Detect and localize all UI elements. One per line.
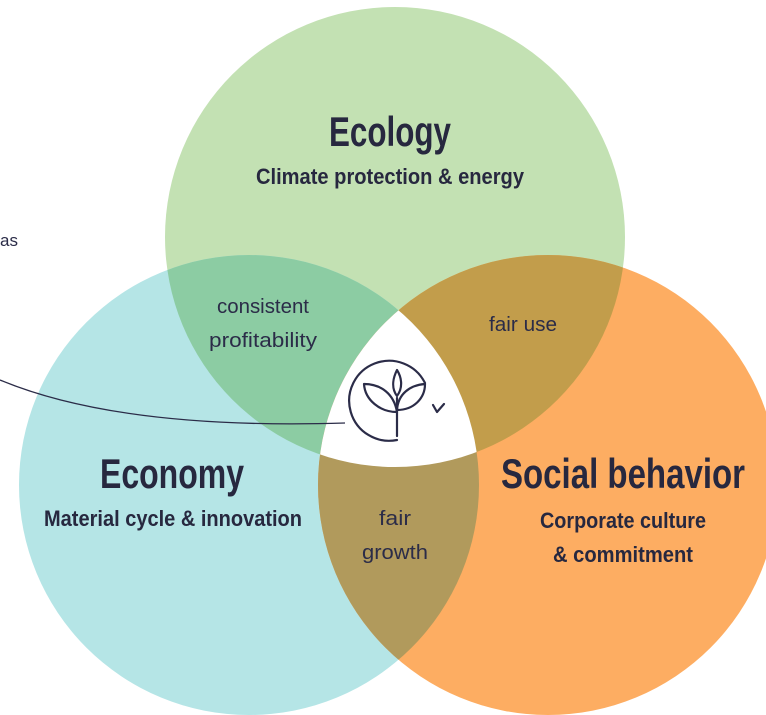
social-title: Social behavior: [501, 450, 745, 497]
social-subtitle-line2: & commitment: [553, 542, 694, 567]
connector-line: [0, 379, 346, 425]
overlap-ecology-social-label: fair use: [489, 314, 557, 336]
economy-title: Economy: [100, 450, 244, 497]
overlap-ecology-economy-line2: profitability: [209, 330, 317, 352]
fragment-text: as: [0, 231, 18, 250]
overlap-ecology-economy-line1: consistent: [217, 296, 309, 318]
social-subtitle-line1: Corporate culture: [540, 508, 706, 533]
ecology-title: Ecology: [329, 108, 451, 155]
center-region: [318, 255, 479, 467]
economy-subtitle: Material cycle & innovation: [44, 506, 302, 531]
overlap-economy-social-line1: fair: [379, 508, 411, 530]
leaf-cycle-icon: [348, 359, 446, 442]
ecology-subtitle: Climate protection & energy: [256, 164, 525, 189]
overlap-economy-social-line2: growth: [362, 542, 428, 564]
